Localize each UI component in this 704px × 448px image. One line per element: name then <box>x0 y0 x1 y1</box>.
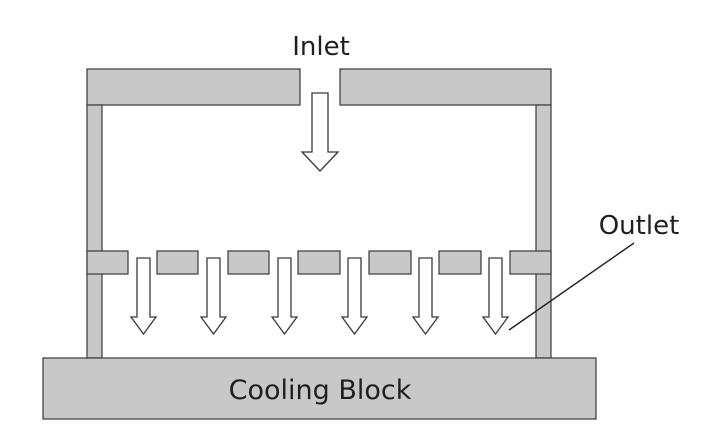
jet-arrow <box>340 257 369 336</box>
outlet-label: Outlet <box>599 211 680 241</box>
jet-arrow <box>411 257 440 336</box>
jet-arrow <box>129 257 158 336</box>
cooling-block <box>42 357 597 420</box>
side-wall-left <box>86 104 103 359</box>
jet-plate-segment <box>86 250 129 275</box>
inlet-label: Inlet <box>292 32 350 62</box>
top-plate-left <box>86 68 301 106</box>
inlet-flow-arrow <box>300 92 340 172</box>
jet-arrow <box>270 257 299 336</box>
outlet-leader-line <box>508 242 635 331</box>
top-plate-right <box>339 68 552 106</box>
side-wall-right <box>535 104 552 359</box>
jet-flow-arrows <box>129 257 510 336</box>
jet-plate-segment <box>156 250 199 275</box>
jet-plate <box>86 250 552 275</box>
jet-arrow <box>199 257 228 336</box>
jet-plate-segment <box>368 250 412 275</box>
cooling-block-label: Cooling Block <box>229 375 412 406</box>
jet-plate-segment <box>227 250 270 275</box>
jet-plate-segment <box>438 250 482 275</box>
jet-plate-segment <box>297 250 341 275</box>
jet-plate-segment <box>509 250 552 275</box>
jet-arrow <box>481 257 510 336</box>
